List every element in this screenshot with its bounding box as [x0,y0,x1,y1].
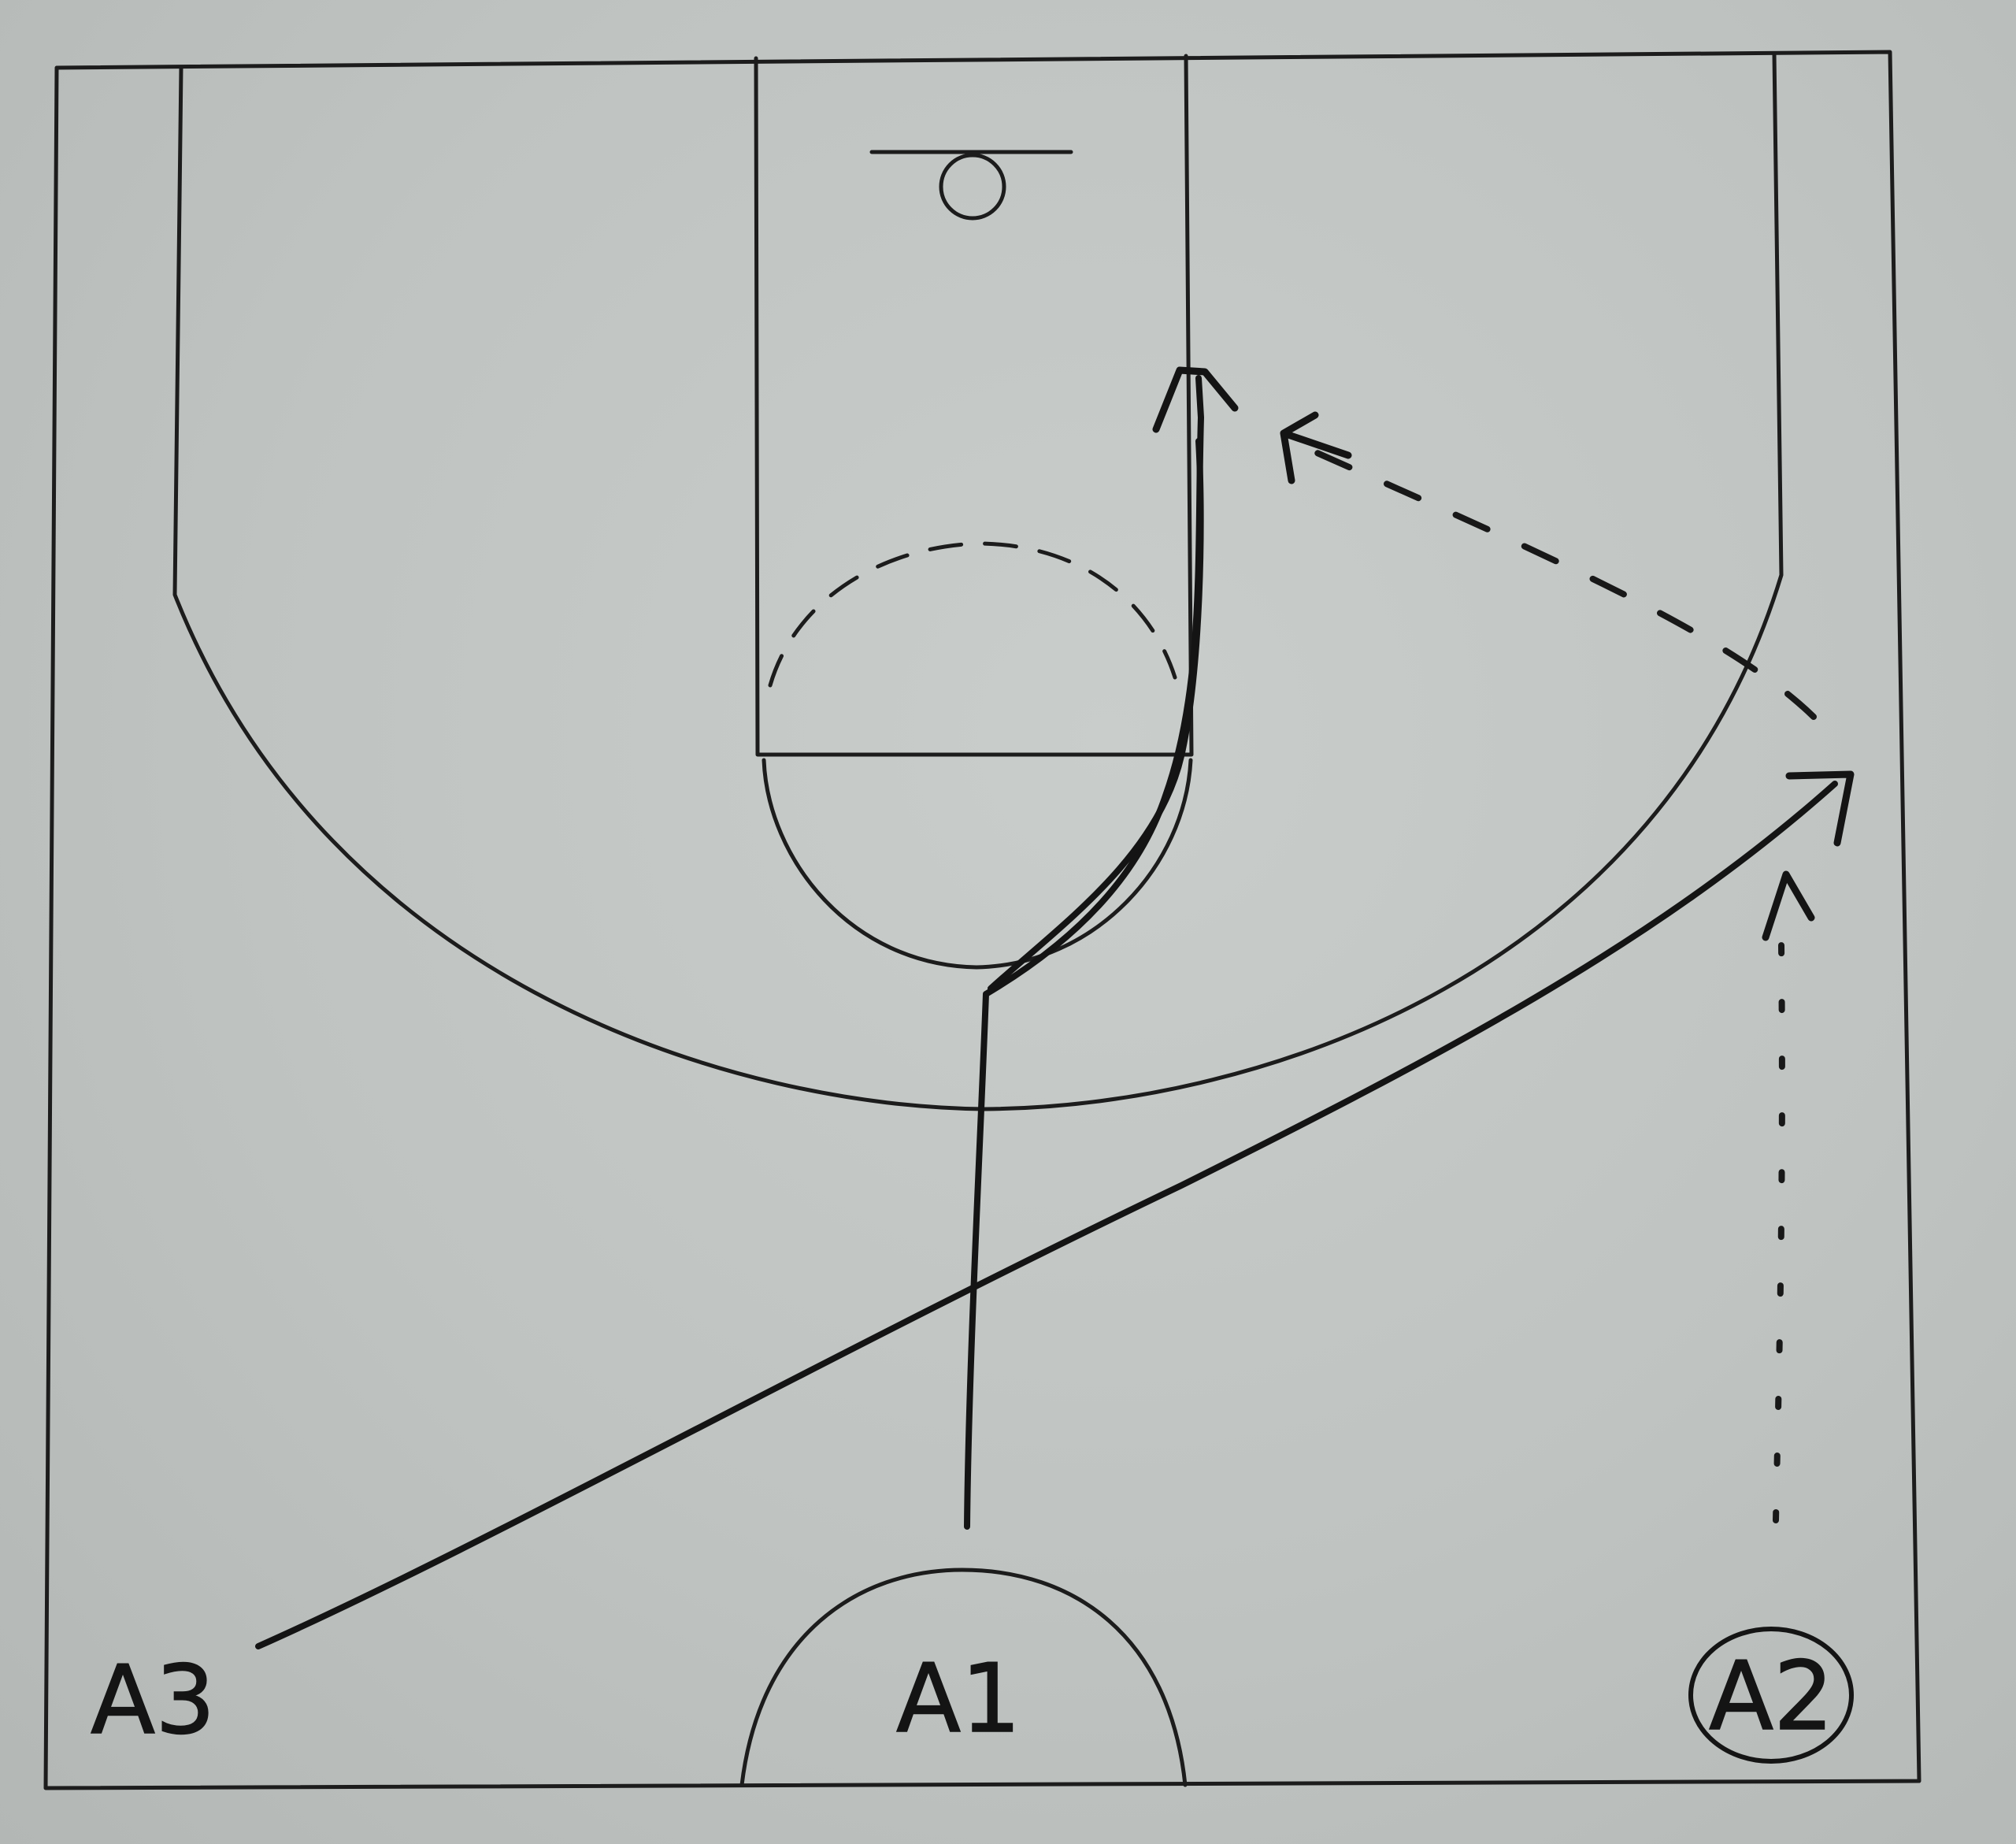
player-a2-label: A2 [1709,1642,1833,1752]
pass-arrowhead [1280,411,1352,484]
court-boundary [43,50,1922,1790]
player-a2-ball-circle [1688,1627,1854,1764]
center-circle [739,1568,1188,1787]
player-a1-label: A1 [896,1645,1021,1754]
player-a3-label: A3 [91,1646,215,1756]
three-point-line [172,51,1784,1111]
a3-cut-path [255,781,1838,1649]
dribble-path [1773,942,1785,1523]
pass-path [1296,442,1817,720]
basket-rim [939,153,1006,221]
a3-arrowhead [1785,770,1855,847]
free-throw-circle-solid [762,758,1193,970]
dribble-arrowhead [1762,870,1815,941]
lane-paint [754,54,1194,757]
a1-cut-path [964,375,1204,1530]
a1-arrowhead [1152,366,1239,433]
a1-cut-second-stroke [988,438,1204,992]
free-throw-circle-dashed [768,541,1177,688]
